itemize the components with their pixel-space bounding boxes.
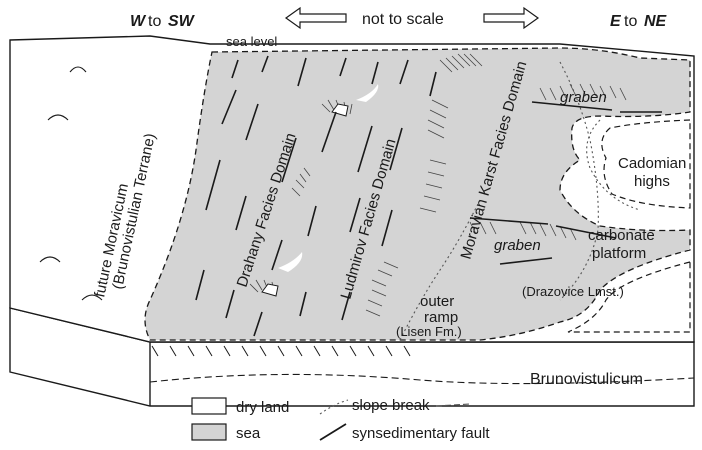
scale-arrows [284,6,540,30]
left-arrow-icon [284,6,347,30]
outer-ramp-label-3: (Lisen Fm.) [396,324,462,339]
legend-dry-land: dry land [236,399,289,416]
scale-note: not to scale [362,11,444,28]
west-end: SW [168,13,196,30]
fault-lines [195,55,662,337]
front-face-dashed [149,373,695,385]
west-suffix: to [148,13,161,30]
graben-mid-label: graben [494,237,541,254]
cadomian-label-1: Cadomian [618,155,686,172]
legend-swatch-sea [191,423,227,441]
reef-plumes [278,84,379,272]
right-arrow-icon [483,6,540,30]
slope-break-lines [399,61,641,341]
legend-slope-break-symbol [319,399,349,415]
legend-slope-break: slope break [352,397,430,414]
legend-fault: synsedimentary fault [352,425,490,442]
west-orientation: W to SW [130,13,196,30]
slope-hatching [249,53,627,317]
moravicum-hills [39,66,103,301]
legend-slope-break-tail [435,403,471,407]
east-end: NE [644,13,668,30]
cadomian-label-2: highs [634,173,670,190]
east-orientation: E to NE [610,13,668,30]
carbonate-label-2: platform [592,245,646,262]
east-suffix: to [624,13,637,30]
cadomian-highs-land [601,119,691,209]
carbonate-label-3: (Drazovice Lmst.) [522,284,624,299]
southeast-land [567,261,691,333]
east-dir: E [610,13,622,30]
brunovistulicum-label: Brunovistulicum [530,371,643,388]
graben-top-label: graben [560,89,607,106]
outer-ramp-label-2: ramp [424,309,458,326]
legend-fault-symbol [319,423,347,441]
carbonate-label-1: carbonate [588,227,655,244]
front-fault-ticks [151,345,411,357]
outer-ramp-label-1: outer [420,293,454,310]
legend-swatch-dry-land [191,397,227,415]
legend: dry land sea slope break synsedimentary … [191,397,490,442]
legend-sea: sea [236,425,261,442]
sea-level-label: sea level [226,34,277,49]
west-dir: W [130,13,147,30]
